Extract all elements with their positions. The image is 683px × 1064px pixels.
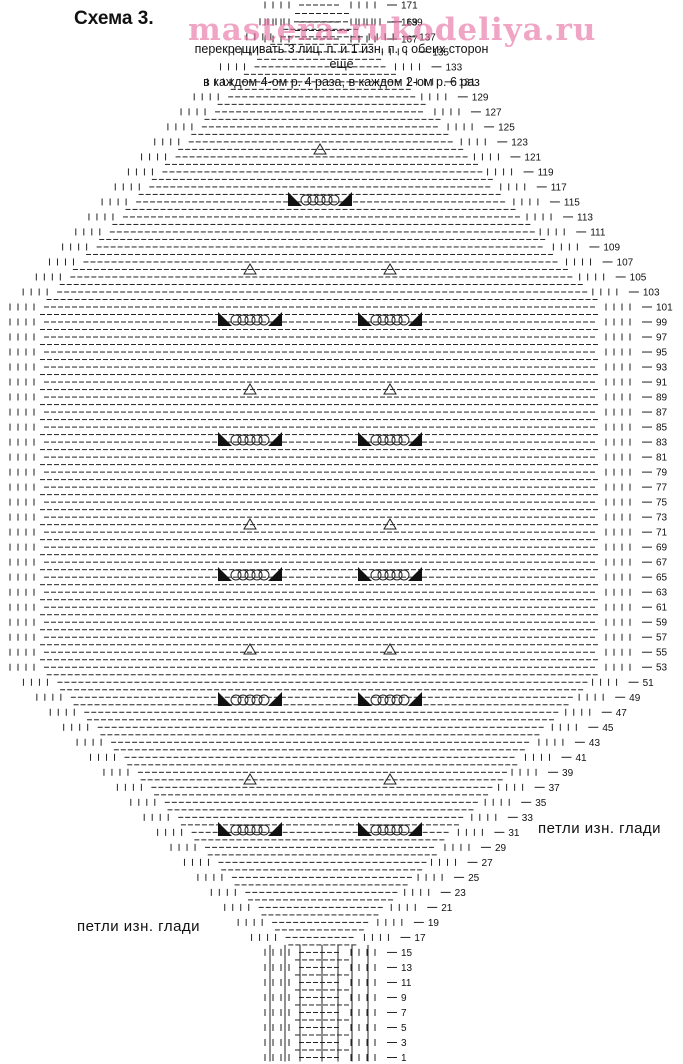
chart-grid [9,1,652,1062]
